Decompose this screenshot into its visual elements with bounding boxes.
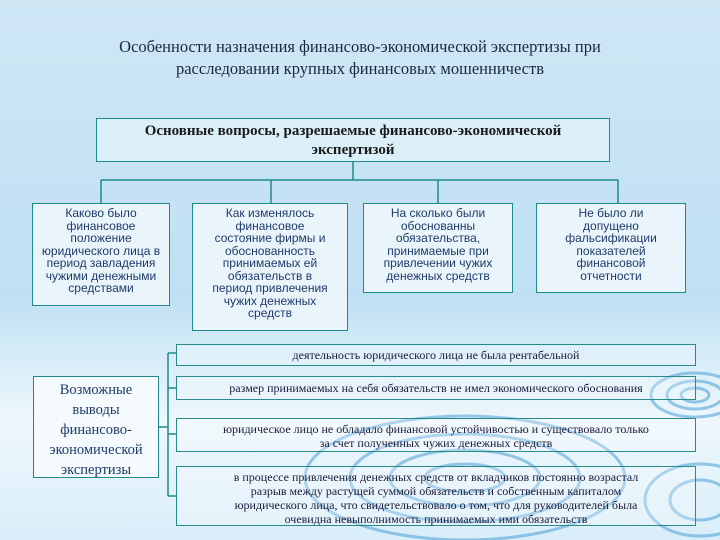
question-3-line: денежных средств — [367, 270, 509, 283]
question-3-line: обязательства, — [367, 232, 509, 245]
question-2-line: средств — [196, 307, 344, 320]
conclusions-label-box: Возможные выводы финансово- экономическо… — [33, 376, 159, 478]
question-box-reporting-falsification: Не было ли допущено фальсификации показа… — [536, 203, 686, 293]
question-1-line: положение — [36, 232, 166, 245]
question-box-financial-position: Каково было финансовое положение юридиче… — [32, 203, 170, 306]
result-4-line: юридического лица, что свидетельствовало… — [177, 498, 695, 512]
result-box-growing-gap: в процессе привлечения денежных средств … — [176, 466, 696, 526]
question-1-line: средствами — [36, 282, 166, 295]
question-4-line: Не было ли — [540, 207, 682, 220]
question-2-line: Как изменялось — [196, 207, 344, 220]
question-4-line: финансовой — [540, 257, 682, 270]
result-box-unprofitable: деятельность юридического лица не была р… — [176, 344, 696, 366]
question-1-line: Каково было — [36, 207, 166, 220]
question-4-line: отчетности — [540, 270, 682, 283]
question-2-line: период привлечения — [196, 282, 344, 295]
conclusions-label-line: Возможные — [34, 380, 158, 400]
conclusions-label-line: выводы — [34, 400, 158, 420]
question-box-obligations-justification: На сколько были обоснованны обязательств… — [363, 203, 513, 293]
question-3-line: привлечении чужих — [367, 257, 509, 270]
result-2-line: размер принимаемых на себя обязательств … — [177, 381, 695, 395]
result-3-line: за счет полученных чужих денежных средст… — [177, 436, 695, 450]
question-1-line: период завладения — [36, 257, 166, 270]
conclusions-label-line: экспертизы — [34, 460, 158, 480]
conclusions-label-line: финансово- — [34, 420, 158, 440]
question-4-line: фальсификации — [540, 232, 682, 245]
conclusions-label-line: экономической — [34, 440, 158, 460]
result-box-no-economic-basis: размер принимаемых на себя обязательств … — [176, 376, 696, 400]
result-1-line: деятельность юридического лица не была р… — [177, 348, 695, 362]
result-4-line: очевидна невыполнимость принимаемых ими … — [177, 512, 695, 526]
result-4-line: в процессе привлечения денежных средств … — [177, 470, 695, 484]
result-box-no-stability: юридическое лицо не обладало финансовой … — [176, 418, 696, 452]
question-3-line: На сколько были — [367, 207, 509, 220]
question-2-line: состояние фирмы и — [196, 232, 344, 245]
question-box-financial-state-change: Как изменялось финансовое состояние фирм… — [192, 203, 348, 331]
question-2-line: принимаемых ей — [196, 257, 344, 270]
result-4-line: разрыв между растущей суммой обязательст… — [177, 484, 695, 498]
result-3-line: юридическое лицо не обладало финансовой … — [177, 422, 695, 436]
